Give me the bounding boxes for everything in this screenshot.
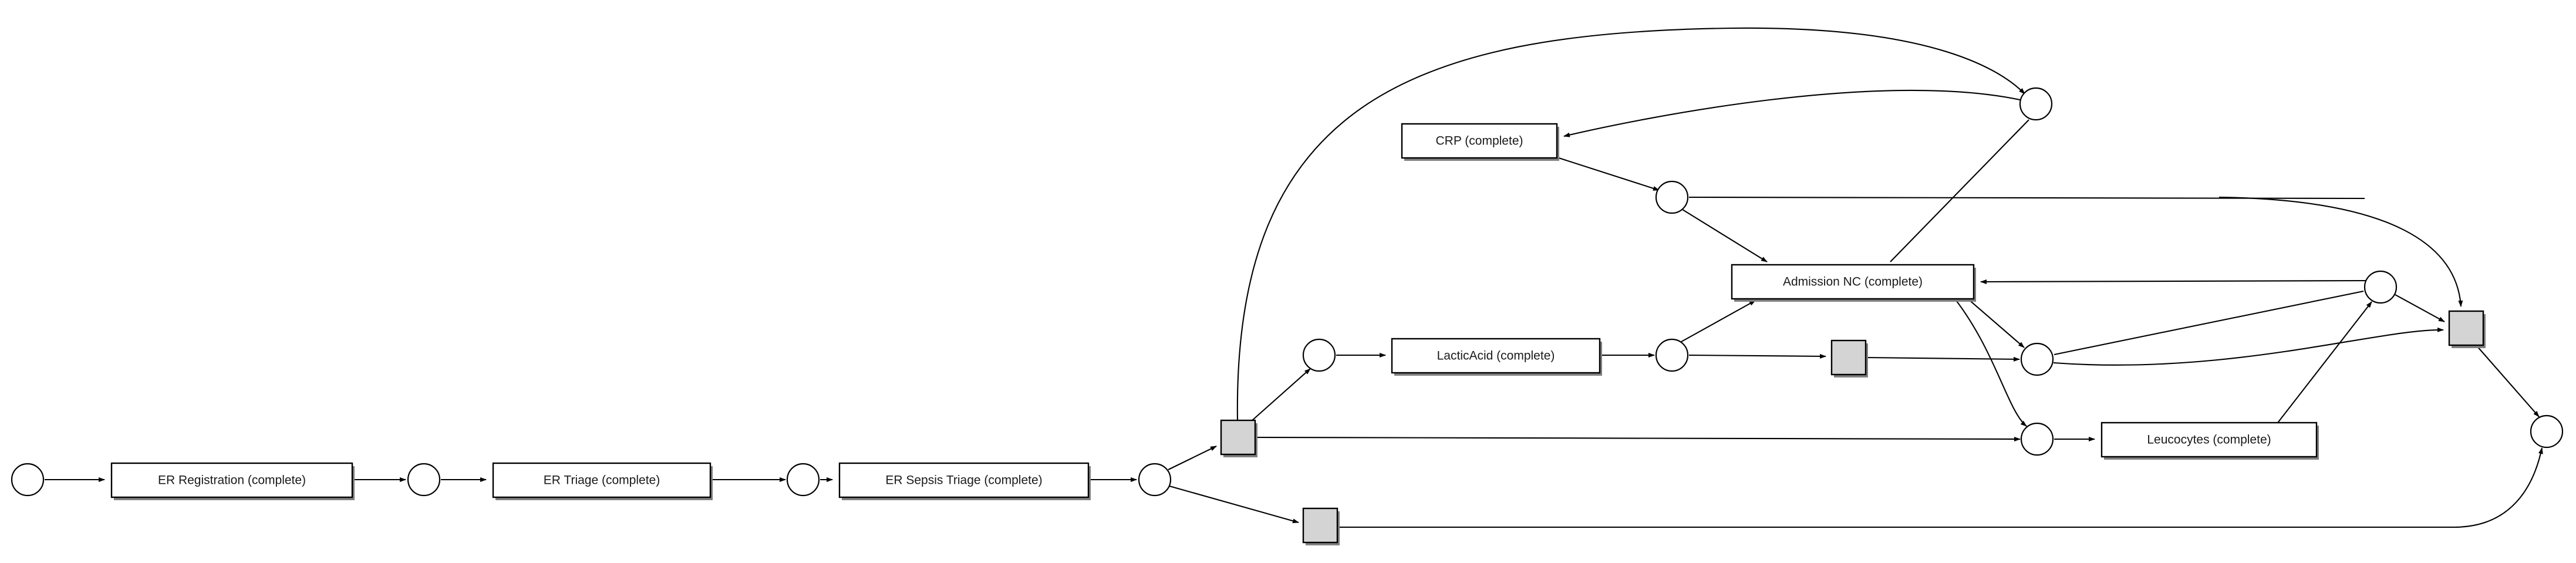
arc-silent4-to-sink — [2476, 345, 2540, 417]
source-place[interactable] — [11, 463, 45, 497]
transition-label: ER Registration (complete) — [158, 474, 306, 487]
silent-transition-rect[interactable] — [1220, 419, 1256, 456]
transition-label: ER Triage (complete) — [544, 474, 660, 487]
place-after-er-triage[interactable] — [786, 463, 820, 497]
arc-silent2-to-sink — [1337, 447, 2543, 528]
place-right-upper[interactable] — [2363, 270, 2398, 304]
silent-transition-3[interactable] — [1830, 339, 1868, 377]
arc-place6-to-admission-nc — [1682, 209, 1768, 262]
arc-place8-right — [2054, 290, 2364, 356]
place-after-er-registration[interactable] — [407, 463, 441, 497]
silent-transition-rect[interactable] — [1830, 339, 1867, 376]
transition-admission-nc[interactable]: Admission NC (complete) — [1731, 264, 1976, 302]
transition-leucocytes[interactable]: Leucocytes (complete) — [2100, 422, 2319, 460]
transition-label: Admission NC (complete) — [1783, 275, 1923, 289]
arc-place8-to-silent4 — [2053, 327, 2444, 366]
place-after-lacticacid[interactable] — [1655, 338, 1689, 372]
silent-transition-rect[interactable] — [2448, 310, 2484, 346]
arc-admission-nc-to-place9 — [1954, 298, 2027, 427]
arc-place10-to-silent4 — [2395, 294, 2445, 322]
arc-crp-to-place6 — [1556, 157, 1660, 191]
arc-place6-curve-to-silent4 — [2218, 196, 2463, 307]
transition-er-triage[interactable]: ER Triage (complete) — [492, 462, 713, 500]
place-mid-right-upper[interactable] — [2020, 342, 2054, 376]
transition-er-registration[interactable]: ER Registration (complete) — [110, 462, 355, 500]
arc-place7-to-admission-nc — [1890, 119, 2029, 262]
arc-admission-nc-to-place8 — [1967, 298, 2025, 348]
arc-place3-to-silent1 — [1168, 446, 1217, 470]
transition-rect[interactable] — [1401, 123, 1558, 159]
transition-label: CRP (complete) — [1436, 134, 1523, 148]
transition-label: LacticAcid (complete) — [1437, 349, 1555, 363]
transition-label: ER Sepsis Triage (complete) — [885, 474, 1042, 487]
transition-rect[interactable] — [1391, 338, 1601, 374]
places-layer — [11, 87, 2564, 497]
transitions-layer: ER Registration (complete) ER Triage (com… — [110, 123, 2486, 545]
arc-back-to-admission-nc — [1980, 279, 2371, 284]
silent-transition-4[interactable] — [2448, 310, 2486, 348]
arc-silent3-to-place8 — [1865, 356, 2020, 362]
silent-transition-rect[interactable] — [1302, 507, 1338, 544]
place-top-right[interactable] — [2019, 87, 2053, 121]
arc-place7-to-crp — [1563, 89, 2021, 137]
silent-transition-2[interactable] — [1302, 507, 1340, 545]
transition-rect[interactable] — [110, 462, 353, 498]
transition-rect[interactable] — [1731, 264, 1975, 300]
arc-silent1-to-place9 — [1255, 436, 2021, 441]
place-after-crp[interactable] — [1655, 180, 1689, 214]
arc-place6-long-right — [1688, 196, 2365, 200]
transition-crp[interactable]: CRP (complete) — [1401, 123, 1559, 161]
arc-place3-to-silent2 — [1169, 485, 1299, 524]
place-after-er-sepsis-triage[interactable] — [1138, 463, 1172, 497]
arc-silent1-to-place4 — [1252, 368, 1311, 421]
transition-er-sepsis-triage[interactable]: ER Sepsis Triage (complete) — [838, 462, 1091, 500]
place-before-leucocytes[interactable] — [2020, 422, 2054, 456]
arcs-layer — [45, 27, 2543, 528]
transition-lacticacid[interactable]: LacticAcid (complete) — [1391, 338, 1602, 376]
transition-rect[interactable] — [2100, 422, 2318, 458]
silent-transition-1[interactable] — [1220, 419, 1257, 457]
place-before-lacticacid[interactable] — [1302, 338, 1336, 372]
arc-place5-to-admission-nc — [1681, 300, 1756, 342]
arc-leucocytes-to-place10 — [2277, 301, 2372, 423]
arc-silent1-to-place-top-right — [1236, 27, 2025, 421]
sink-place[interactable] — [2530, 414, 2564, 449]
transition-label: Leucocytes (complete) — [2147, 433, 2271, 447]
transition-rect[interactable] — [838, 462, 1090, 498]
arc-place5-to-silent3 — [1688, 353, 1826, 359]
transition-rect[interactable] — [492, 462, 712, 498]
